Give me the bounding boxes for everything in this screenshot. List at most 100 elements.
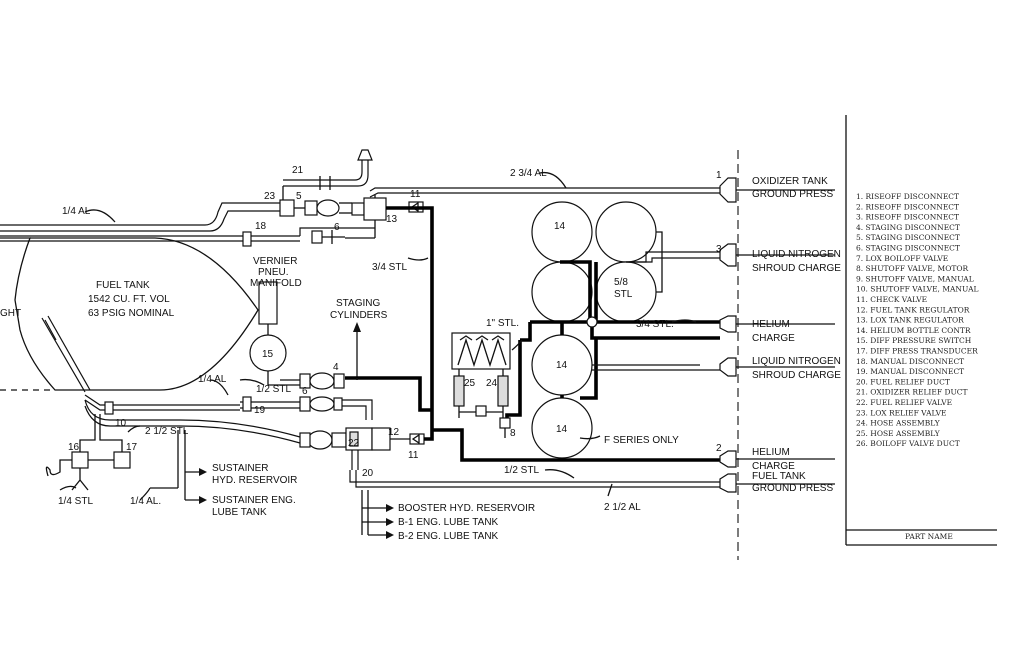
legend-item: 11. CHECK VALVE [856, 295, 927, 304]
label-vernier-2: PNEU. [258, 267, 289, 278]
ground-disconnect-fuel [719, 473, 835, 493]
fuel-tank-outline [0, 237, 259, 391]
label-quarter-al-mid: 1/4 AL [198, 374, 227, 385]
label-fuel-2: GROUND PRESS [752, 483, 833, 494]
label-ln2-top-2: SHROUD CHARGE [752, 263, 841, 274]
manual-disconnect-18 [242, 231, 252, 247]
vernier-pneumatic-manifold [249, 281, 287, 385]
ground-disconnect-1 [719, 177, 835, 203]
num-5: 5 [296, 191, 302, 202]
legend-item: 2. RISEOFF DISCONNECT [856, 202, 959, 211]
booster-feed-lines [349, 470, 720, 539]
num-14a: 14 [554, 221, 566, 232]
label-fuel-tank-volume: 1542 CU. FT. VOL [88, 294, 170, 305]
num-14c: 14 [556, 424, 568, 435]
label-quarter-stl: 1/4 STL [58, 496, 93, 507]
legend-item: 22. FUEL RELIEF VALVE [856, 398, 952, 407]
sustainer-feed-lines [150, 430, 207, 504]
component-number-labels: 1 2 3 4 5 6 6 8 10 11 11 12 13 14 14 14 … [68, 165, 722, 479]
legend-item: 6. STAGING DISCONNECT [856, 244, 960, 253]
label-half-stl: 1/2 STL [256, 384, 291, 395]
label-one-inch-stl: 1" STL. [486, 318, 519, 329]
ground-disconnect-helium-upper [719, 315, 835, 333]
label-f-series: F SERIES ONLY [604, 435, 679, 446]
label-b1-lube: B-1 ENG. LUBE TANK [398, 517, 499, 528]
label-sustainer-eng-1: SUSTAINER ENG. [212, 495, 296, 506]
legend-item: 17. DIFF PRESS TRANSDUCER [856, 347, 978, 356]
num-12: 12 [388, 427, 400, 438]
legend-item: 20. FUEL RELIEF DUCT [856, 377, 950, 386]
label-vernier-3: MANIFOLD [250, 278, 302, 289]
hose-assembly-24 [497, 369, 509, 418]
label-staging-1: STAGING [336, 298, 380, 309]
legend-item: 25. HOSE ASSEMBLY [856, 429, 941, 438]
ground-disconnect-3 [719, 243, 835, 267]
label-ln2-bot-1: LIQUID NITROGEN [752, 356, 841, 367]
label-quarter-al-low: 1/4 AL. [130, 496, 161, 507]
legend-item: 26. BOILOFF VALVE DUCT [856, 439, 960, 448]
num-11b: 11 [408, 450, 419, 461]
label-sustainer-eng-2: LUBE TANK [212, 507, 267, 518]
num-17: 17 [126, 442, 138, 453]
label-two-half-stl: 2 1/2 STL [145, 426, 189, 437]
legend-item: 3. RISEOFF DISCONNECT [856, 213, 959, 222]
num-4: 4 [333, 362, 339, 373]
legend-item: 19. MANUAL DISCONNECT [856, 367, 964, 376]
label-oxidizer-2: GROUND PRESS [752, 189, 833, 200]
label-ln2-top-1: LIQUID NITROGEN [752, 249, 841, 260]
legend-item: 15. DIFF PRESSURE SWITCH [856, 336, 972, 345]
num-11a: 11 [410, 189, 421, 200]
staging-disconnect-4 [299, 372, 358, 390]
manual-shutoff-valve-10 [104, 401, 114, 415]
label-three-quarter-stl: 3/4 STL [372, 262, 407, 273]
legend-item: 9. SHUTOFF VALVE, MANUAL [856, 274, 974, 283]
lox-tank-regulator-13 [345, 195, 387, 239]
helium-bottle-cluster-lower [531, 334, 593, 459]
legend-item: 8. SHUTOFF VALVE, MOTOR [856, 264, 969, 273]
num-20: 20 [362, 468, 374, 479]
label-fuel-tank-pressure: 63 PSIG NOMINAL [88, 308, 175, 319]
label-helium-top-1: HELIUM [752, 319, 790, 330]
hose-assembly-25 [453, 369, 465, 418]
legend-item: 24. HOSE ASSEMBLY [856, 419, 941, 428]
label-vernier-1: VERNIER [253, 256, 297, 267]
ln2-lines-to-bottles [592, 251, 720, 371]
num-10: 10 [115, 418, 127, 429]
right-labels: OXIDIZER TANK GROUND PRESS LIQUID NITROG… [752, 176, 841, 494]
parts-legend-panel [845, 115, 997, 546]
label-three-quarter-stl-right: 3/4 STL. [636, 319, 674, 330]
lox-relief-valve-23 [279, 199, 305, 217]
num-8: 8 [510, 428, 516, 439]
label-oxidizer-1: OXIDIZER TANK [752, 176, 828, 187]
label-helium-bot-1: HELIUM [752, 447, 790, 458]
label-fuel-1: FUEL TANK [752, 471, 806, 482]
regulator-feed-junction [424, 430, 434, 441]
label-quarter-al-top: 1/4 AL [62, 206, 91, 217]
legend-item: 13. LOX TANK REGULATOR [856, 316, 964, 325]
label-two-half-al: 2 1/2 AL [604, 502, 641, 513]
fuel-relief-valve-22 [345, 427, 373, 451]
fuel-relief-line [84, 399, 347, 450]
fuel-tank-internal-pipe [41, 315, 91, 393]
num-1: 1 [716, 170, 722, 181]
legend-item: 12. FUEL TANK REGULATOR [856, 305, 970, 314]
legend-item: 1. RISEOFF DISCONNECT [856, 192, 959, 201]
label-stl: STL [614, 289, 633, 300]
fuel-relief-duct-20 [351, 450, 359, 470]
num-25: 25 [464, 378, 476, 389]
ground-disconnect-2 [719, 450, 835, 468]
legend-item: 7. LOX BOILOFF VALVE [856, 254, 948, 263]
label-five-eighth: 5/8 [614, 277, 628, 288]
label-staging-2: CYLINDERS [330, 310, 388, 321]
helium-junction-fitting [586, 316, 598, 328]
num-6a: 6 [334, 222, 340, 233]
num-15: 15 [262, 349, 274, 360]
legend-footer: PART NAME [905, 532, 953, 541]
label-fuel-tank-title: FUEL TANK [96, 280, 150, 291]
staging-disconnect-5 [304, 199, 352, 217]
hose-assembly-box [451, 332, 511, 370]
staging-disconnect-6-lower [299, 396, 343, 412]
legend-item: 23. LOX RELIEF VALVE [856, 408, 946, 417]
